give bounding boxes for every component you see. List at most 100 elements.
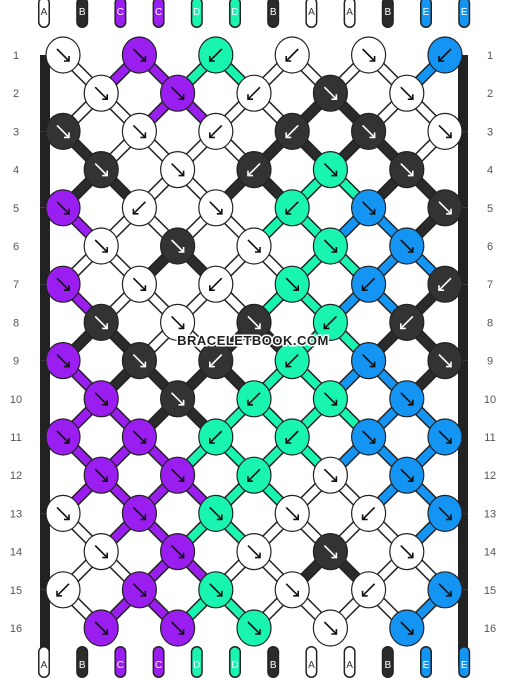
row-label-left: 5 — [13, 203, 19, 215]
knot — [274, 112, 310, 150]
knot-arrow — [323, 315, 337, 329]
arrow-head-icon — [178, 94, 185, 100]
knot — [389, 227, 425, 265]
knot-arrow — [94, 163, 108, 177]
knot — [312, 532, 348, 571]
arrow-head-icon — [361, 285, 368, 292]
string-paths — [40, 49, 468, 667]
knot — [427, 189, 463, 227]
arrow-head-icon — [361, 590, 368, 597]
knot — [83, 380, 119, 418]
knot — [389, 456, 425, 494]
arrow-head-icon — [446, 208, 452, 215]
row-label-right: 5 — [487, 203, 493, 215]
row-label-right: 14 — [484, 547, 496, 559]
string-label: A — [41, 660, 48, 671]
knot-arrow — [171, 315, 185, 329]
knot — [351, 571, 387, 609]
knot-arrow — [209, 201, 223, 215]
knot-arrow — [209, 48, 223, 62]
knot-arrow — [362, 48, 376, 62]
knot — [83, 456, 119, 494]
knot — [274, 342, 310, 380]
arrow-head-icon — [64, 438, 70, 444]
knot-arrow — [247, 315, 261, 329]
knot — [121, 265, 157, 303]
knot — [312, 74, 348, 112]
knot — [427, 36, 463, 74]
string-label: A — [346, 7, 353, 18]
arrow-head-icon — [293, 285, 300, 292]
knot-arrow — [247, 86, 261, 100]
knot-arrow — [285, 277, 299, 291]
arrow-head-icon — [132, 208, 139, 215]
knot — [236, 303, 272, 341]
arrow-head-icon — [140, 361, 147, 368]
knot — [121, 418, 157, 456]
row-label-right: 3 — [487, 126, 493, 138]
knot-arrow — [247, 239, 261, 253]
arrow-head-icon — [446, 132, 452, 139]
string-label: A — [308, 660, 315, 671]
arrow-head-icon — [216, 514, 223, 521]
knot-arrow — [400, 392, 414, 406]
row-label-left: 3 — [13, 126, 19, 138]
knot — [389, 151, 425, 189]
knot-arrow — [171, 86, 185, 100]
arrow-head-icon — [255, 552, 261, 559]
knot-arrow — [285, 583, 299, 597]
row-label-left: 1 — [13, 50, 19, 62]
knot-arrow — [209, 277, 223, 291]
arrow-head-icon — [178, 247, 185, 253]
knot — [83, 151, 119, 189]
arrow-head-icon — [178, 323, 185, 330]
knot — [198, 571, 234, 609]
knot-arrow — [171, 392, 185, 406]
row-label-left: 6 — [13, 241, 19, 253]
knot — [121, 494, 157, 533]
arrow-head-icon — [178, 629, 185, 635]
knot-arrow — [362, 506, 376, 520]
arrow-head-icon — [369, 208, 376, 215]
knot-arrow — [56, 48, 70, 62]
arrow-head-icon — [247, 170, 253, 177]
knot — [45, 265, 81, 303]
knot — [427, 571, 463, 609]
knot — [83, 532, 119, 571]
row-label-left: 14 — [10, 547, 22, 559]
knot — [198, 494, 234, 533]
knot-arrow — [438, 354, 452, 368]
knot-arrow — [400, 163, 414, 177]
knot-arrow — [132, 583, 146, 597]
string-label: D — [193, 660, 200, 671]
knot-arrow — [362, 277, 376, 291]
row-label-right: 2 — [487, 88, 493, 100]
arrow-head-icon — [102, 247, 108, 253]
knot-arrow — [132, 124, 146, 138]
knot-arrow — [438, 583, 452, 597]
knot — [160, 380, 196, 418]
knot-arrow — [247, 545, 261, 559]
arrow-head-icon — [140, 514, 147, 521]
knot-arrow — [362, 124, 376, 138]
row-label-left: 16 — [10, 623, 22, 635]
knot — [312, 609, 348, 647]
knot-arrow — [247, 392, 261, 406]
knot — [121, 36, 157, 74]
knot — [351, 36, 387, 74]
arrow-head-icon — [216, 590, 223, 597]
knot — [351, 189, 387, 227]
knot-arrow — [323, 468, 337, 482]
arrow-head-icon — [407, 629, 414, 635]
row-label-right: 16 — [484, 623, 496, 635]
knot — [160, 303, 196, 341]
arrow-head-icon — [331, 399, 338, 406]
arrow-head-icon — [178, 476, 185, 483]
row-label-right: 7 — [487, 279, 493, 291]
arrow-head-icon — [140, 438, 147, 444]
arrow-head-icon — [407, 94, 414, 100]
arrow-head-icon — [407, 399, 414, 406]
string-label: C — [117, 660, 124, 671]
knot-arrow — [323, 239, 337, 253]
knot-arrow — [56, 124, 70, 138]
